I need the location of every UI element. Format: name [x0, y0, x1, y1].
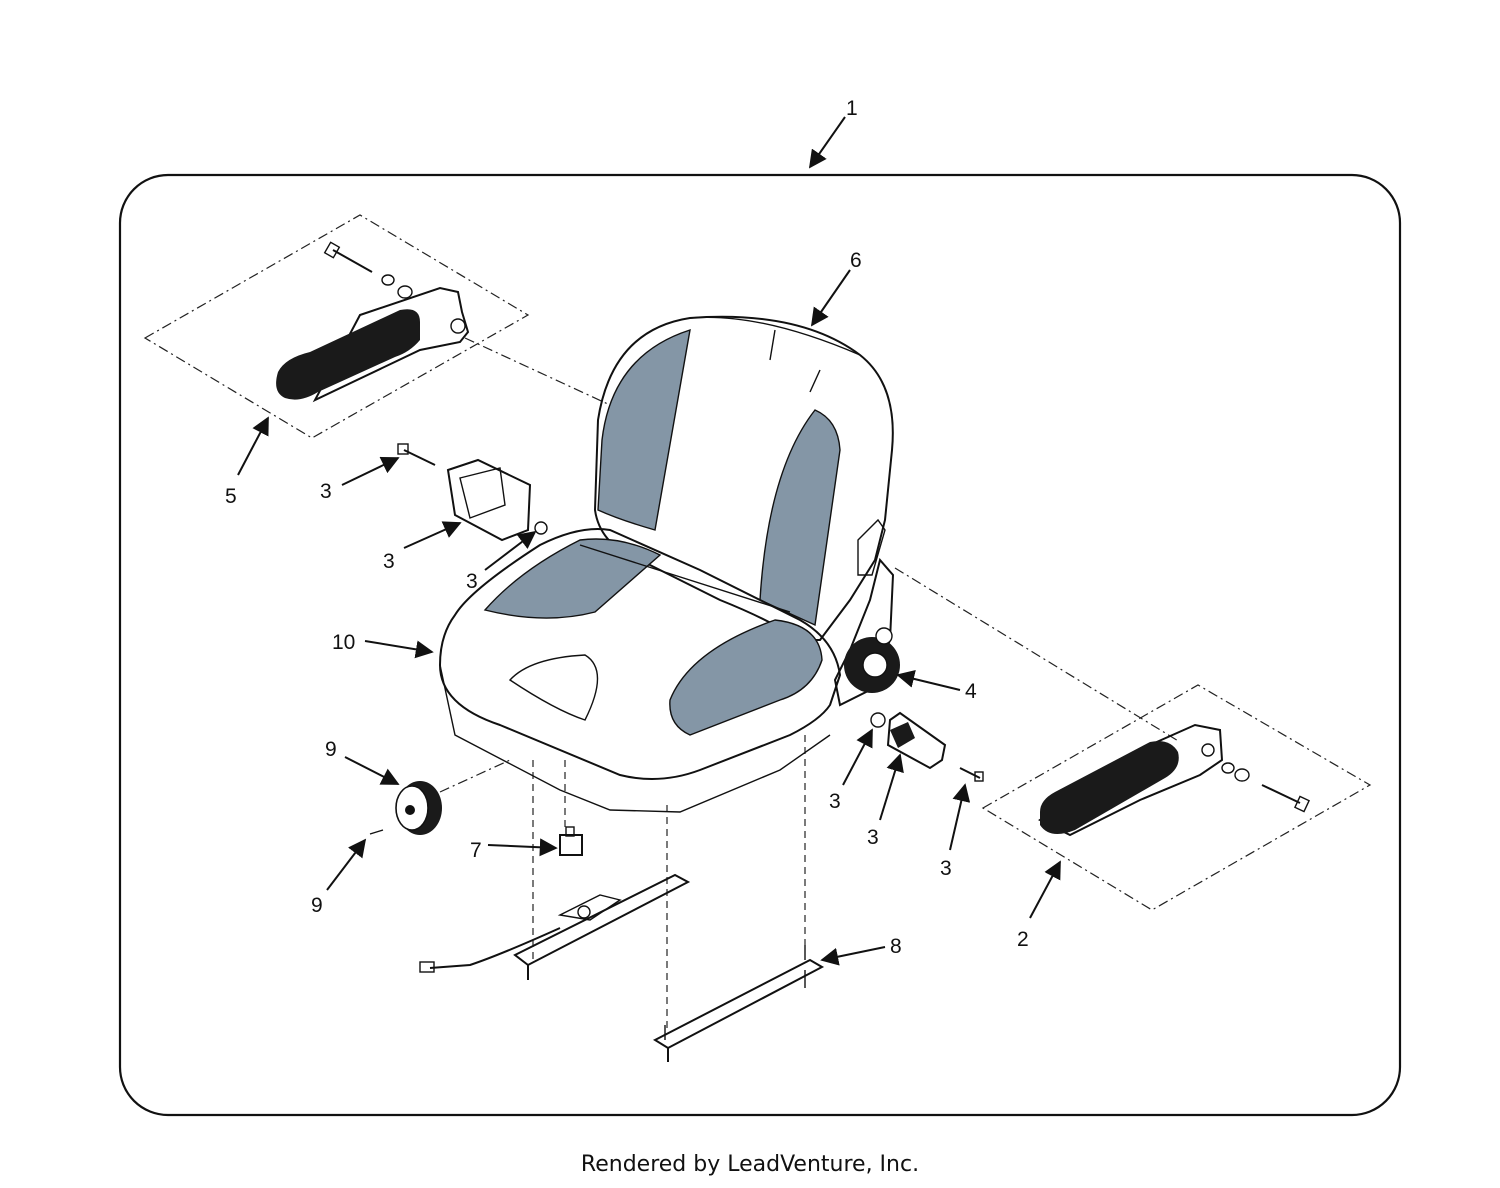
assembly-frame	[118, 173, 1402, 1117]
callout-9-screw: 9	[311, 894, 323, 917]
callout-5: 5	[225, 485, 237, 508]
callout-7: 7	[470, 839, 482, 862]
left-armrest-centerline	[464, 337, 611, 406]
backrest-right-panel	[759, 409, 841, 627]
callout-3-nut-right: 3	[829, 790, 841, 813]
right-seat-belt-buckle	[870, 711, 984, 782]
left-armrest-group-box	[143, 214, 530, 439]
callout-10: 10	[332, 631, 355, 654]
right-armrest-pad	[1040, 741, 1179, 834]
right-armrest-group-box	[981, 684, 1372, 911]
callout-arrows	[237, 116, 1061, 966]
callout-3-buckle-left: 3	[383, 550, 395, 573]
callout-4: 4	[965, 680, 977, 703]
right-armrest	[1038, 723, 1310, 837]
backrest-left-panel	[597, 328, 691, 531]
knob-centerline	[439, 759, 511, 793]
seat-backrest	[593, 315, 894, 641]
callout-1: 1	[846, 97, 858, 120]
right-armrest-centerline	[894, 567, 1181, 743]
callout-6: 6	[850, 249, 862, 272]
callout-3-nut-left: 3	[466, 570, 478, 593]
cushion-left-panel	[483, 538, 662, 619]
right-seat-slide-rail	[652, 945, 825, 1062]
left-seat-slide-rail	[419, 873, 691, 980]
backrest-adjust-knob	[844, 627, 900, 693]
callout-9-knob: 9	[325, 738, 337, 761]
callout-3-buckle-right: 3	[867, 826, 879, 849]
left-armrest-pad	[276, 309, 420, 400]
left-seat-belt-buckle	[397, 443, 548, 542]
callout-3-bolt-left: 3	[320, 480, 332, 503]
callout-2: 2	[1017, 928, 1029, 951]
seat-cushion	[438, 518, 895, 813]
seat-knob	[369, 781, 442, 835]
footer-credit: Rendered by LeadVenture, Inc.	[580, 1152, 920, 1177]
callout-3-bolt-right: 3	[940, 857, 952, 880]
left-armrest	[276, 241, 470, 403]
seat-switch	[559, 826, 583, 856]
cushion-right-panel	[669, 619, 823, 736]
callout-8: 8	[890, 935, 902, 958]
